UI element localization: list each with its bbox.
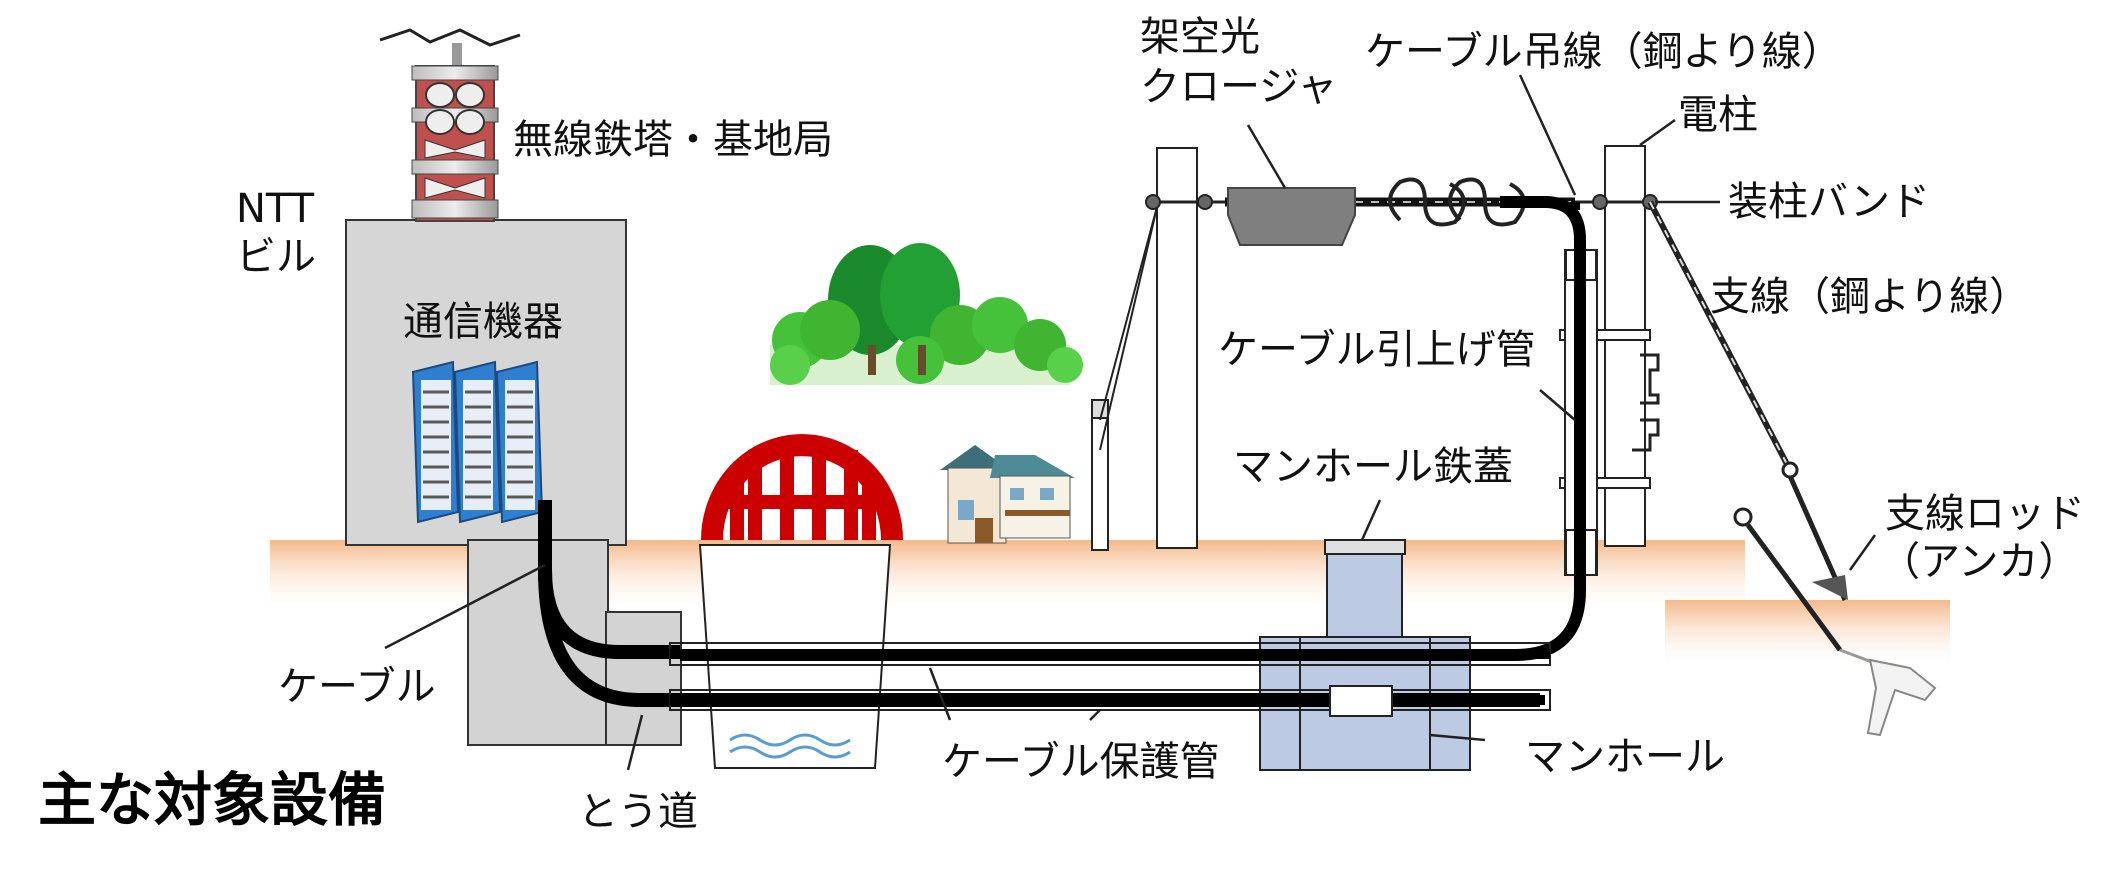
label-riser: ケーブル引上げ管 xyxy=(1218,327,1536,373)
small-pole xyxy=(1091,202,1159,551)
label-guy-rod-line2: （アンカ） xyxy=(1880,539,2078,585)
label-tower: 無線鉄塔・基地局 xyxy=(513,117,833,163)
label-pole-band: 装柱バンド xyxy=(1728,179,1930,225)
label-manhole: マンホール xyxy=(1525,734,1725,780)
label-cable: ケーブル xyxy=(278,664,436,710)
label-pole: 電柱 xyxy=(1678,92,1758,138)
label-conduit: ケーブル保護管 xyxy=(942,739,1220,785)
equipment-racks xyxy=(411,360,544,524)
label-closure-line2: クロージャ xyxy=(1140,64,1337,110)
utility-pole-right xyxy=(1559,145,1660,547)
label-guy-rod-line1: 支線ロッド xyxy=(1885,491,2085,537)
leader-lines xyxy=(384,74,1877,771)
ground-right xyxy=(1665,600,1950,670)
label-equipment: 通信機器 xyxy=(403,299,563,345)
utility-pole-left xyxy=(1156,147,1198,549)
main-title: 主な対象設備 xyxy=(38,766,386,834)
radio-tower xyxy=(379,28,521,222)
trees-icon xyxy=(770,243,1083,385)
guy-wire xyxy=(1647,200,1848,602)
label-ntt-line1: NTT xyxy=(236,186,315,232)
house-icon xyxy=(940,445,1075,544)
label-ntt-line2: ビル xyxy=(236,234,316,280)
cable-route xyxy=(538,196,1586,717)
label-closure-line1: 架空光 xyxy=(1140,14,1260,60)
aerial-closure xyxy=(1227,187,1356,246)
label-tunnel: とう道 xyxy=(578,789,698,835)
label-messenger: ケーブル吊線（鋼より線） xyxy=(1365,29,1842,75)
label-manhole-cover: マンホール鉄蓋 xyxy=(1233,444,1513,490)
label-guy-wire: 支線（鋼より線） xyxy=(1710,274,2029,320)
guy-rod-anchor xyxy=(1733,507,1937,737)
bridge xyxy=(698,434,903,769)
